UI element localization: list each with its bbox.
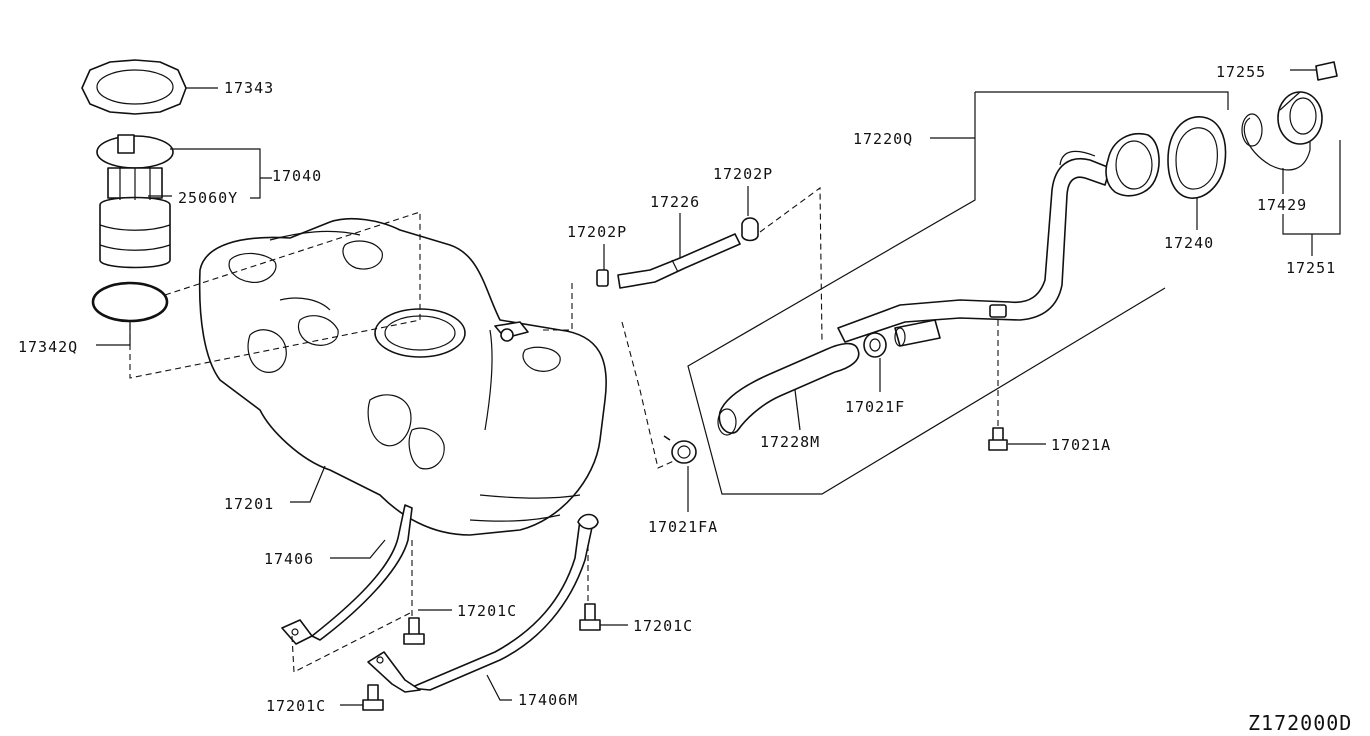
callout-17255: 17255 (1216, 63, 1266, 81)
filler-hose-icon[interactable] (717, 342, 860, 436)
bolt-17201c-right-icon[interactable] (579, 603, 601, 631)
cap-clip-icon[interactable] (1315, 61, 1338, 81)
diagram-reference-id: Z172000D (1248, 711, 1352, 735)
bolt-17021a-icon[interactable] (988, 427, 1008, 451)
hose-clamp-lower-icon[interactable] (663, 435, 697, 464)
bolt-17201c-left-icon[interactable] (362, 684, 384, 711)
gasket-ring-icon[interactable] (1167, 116, 1227, 199)
o-ring-seal-icon[interactable] (91, 281, 169, 323)
vent-hose-icon[interactable] (617, 233, 741, 289)
callout-17251: 17251 (1286, 259, 1336, 277)
callout-labels: 17343 17040 25060Y 17342Q 17201 17406 17… (18, 63, 1352, 735)
hose-clamp-upper-icon[interactable] (863, 332, 887, 358)
callout-17201c-right: 17201C (633, 617, 693, 635)
cap-tether-icon[interactable] (1241, 113, 1311, 171)
callout-17201c-center: 17201C (457, 602, 517, 620)
callout-17021a: 17021A (1051, 436, 1111, 454)
bolt-17201c-center-icon[interactable] (403, 617, 425, 645)
lock-ring-icon[interactable] (81, 59, 187, 115)
callout-17040: 17040 (272, 167, 322, 185)
callout-17240: 17240 (1164, 234, 1214, 252)
fuel-pump-icon[interactable] (96, 134, 174, 269)
callout-17342q: 17342Q (18, 338, 78, 356)
leader-lines (96, 69, 1341, 706)
callout-17406m: 17406M (518, 691, 578, 709)
callout-17220q: 17220Q (853, 130, 913, 148)
callout-17406: 17406 (264, 550, 314, 568)
callout-17021f: 17021F (845, 398, 905, 416)
callout-17202p-lower: 17202P (567, 223, 627, 241)
callout-17201: 17201 (224, 495, 274, 513)
callout-17202p-upper: 17202P (713, 165, 773, 183)
hose-clip-upper-icon[interactable] (741, 217, 759, 242)
callout-17021fa: 17021FA (648, 518, 718, 536)
tank-strap-right-icon[interactable] (367, 513, 599, 693)
fuel-tank-icon[interactable] (198, 217, 607, 536)
callout-17343: 17343 (224, 79, 274, 97)
hose-clip-small-icon[interactable] (596, 269, 609, 287)
fuel-cap-icon[interactable] (1277, 91, 1323, 145)
callout-17226: 17226 (650, 193, 700, 211)
tank-strap-left-icon[interactable] (281, 504, 413, 645)
filler-neck-cup-icon[interactable] (1105, 133, 1160, 197)
filler-tube-icon[interactable] (837, 150, 1111, 347)
callout-25060y: 25060Y (178, 189, 238, 207)
callout-17429: 17429 (1257, 196, 1307, 214)
callout-17228m: 17228M (760, 433, 820, 451)
assembly-guide-lines (129, 186, 999, 673)
callout-17201c-left: 17201C (266, 697, 326, 715)
